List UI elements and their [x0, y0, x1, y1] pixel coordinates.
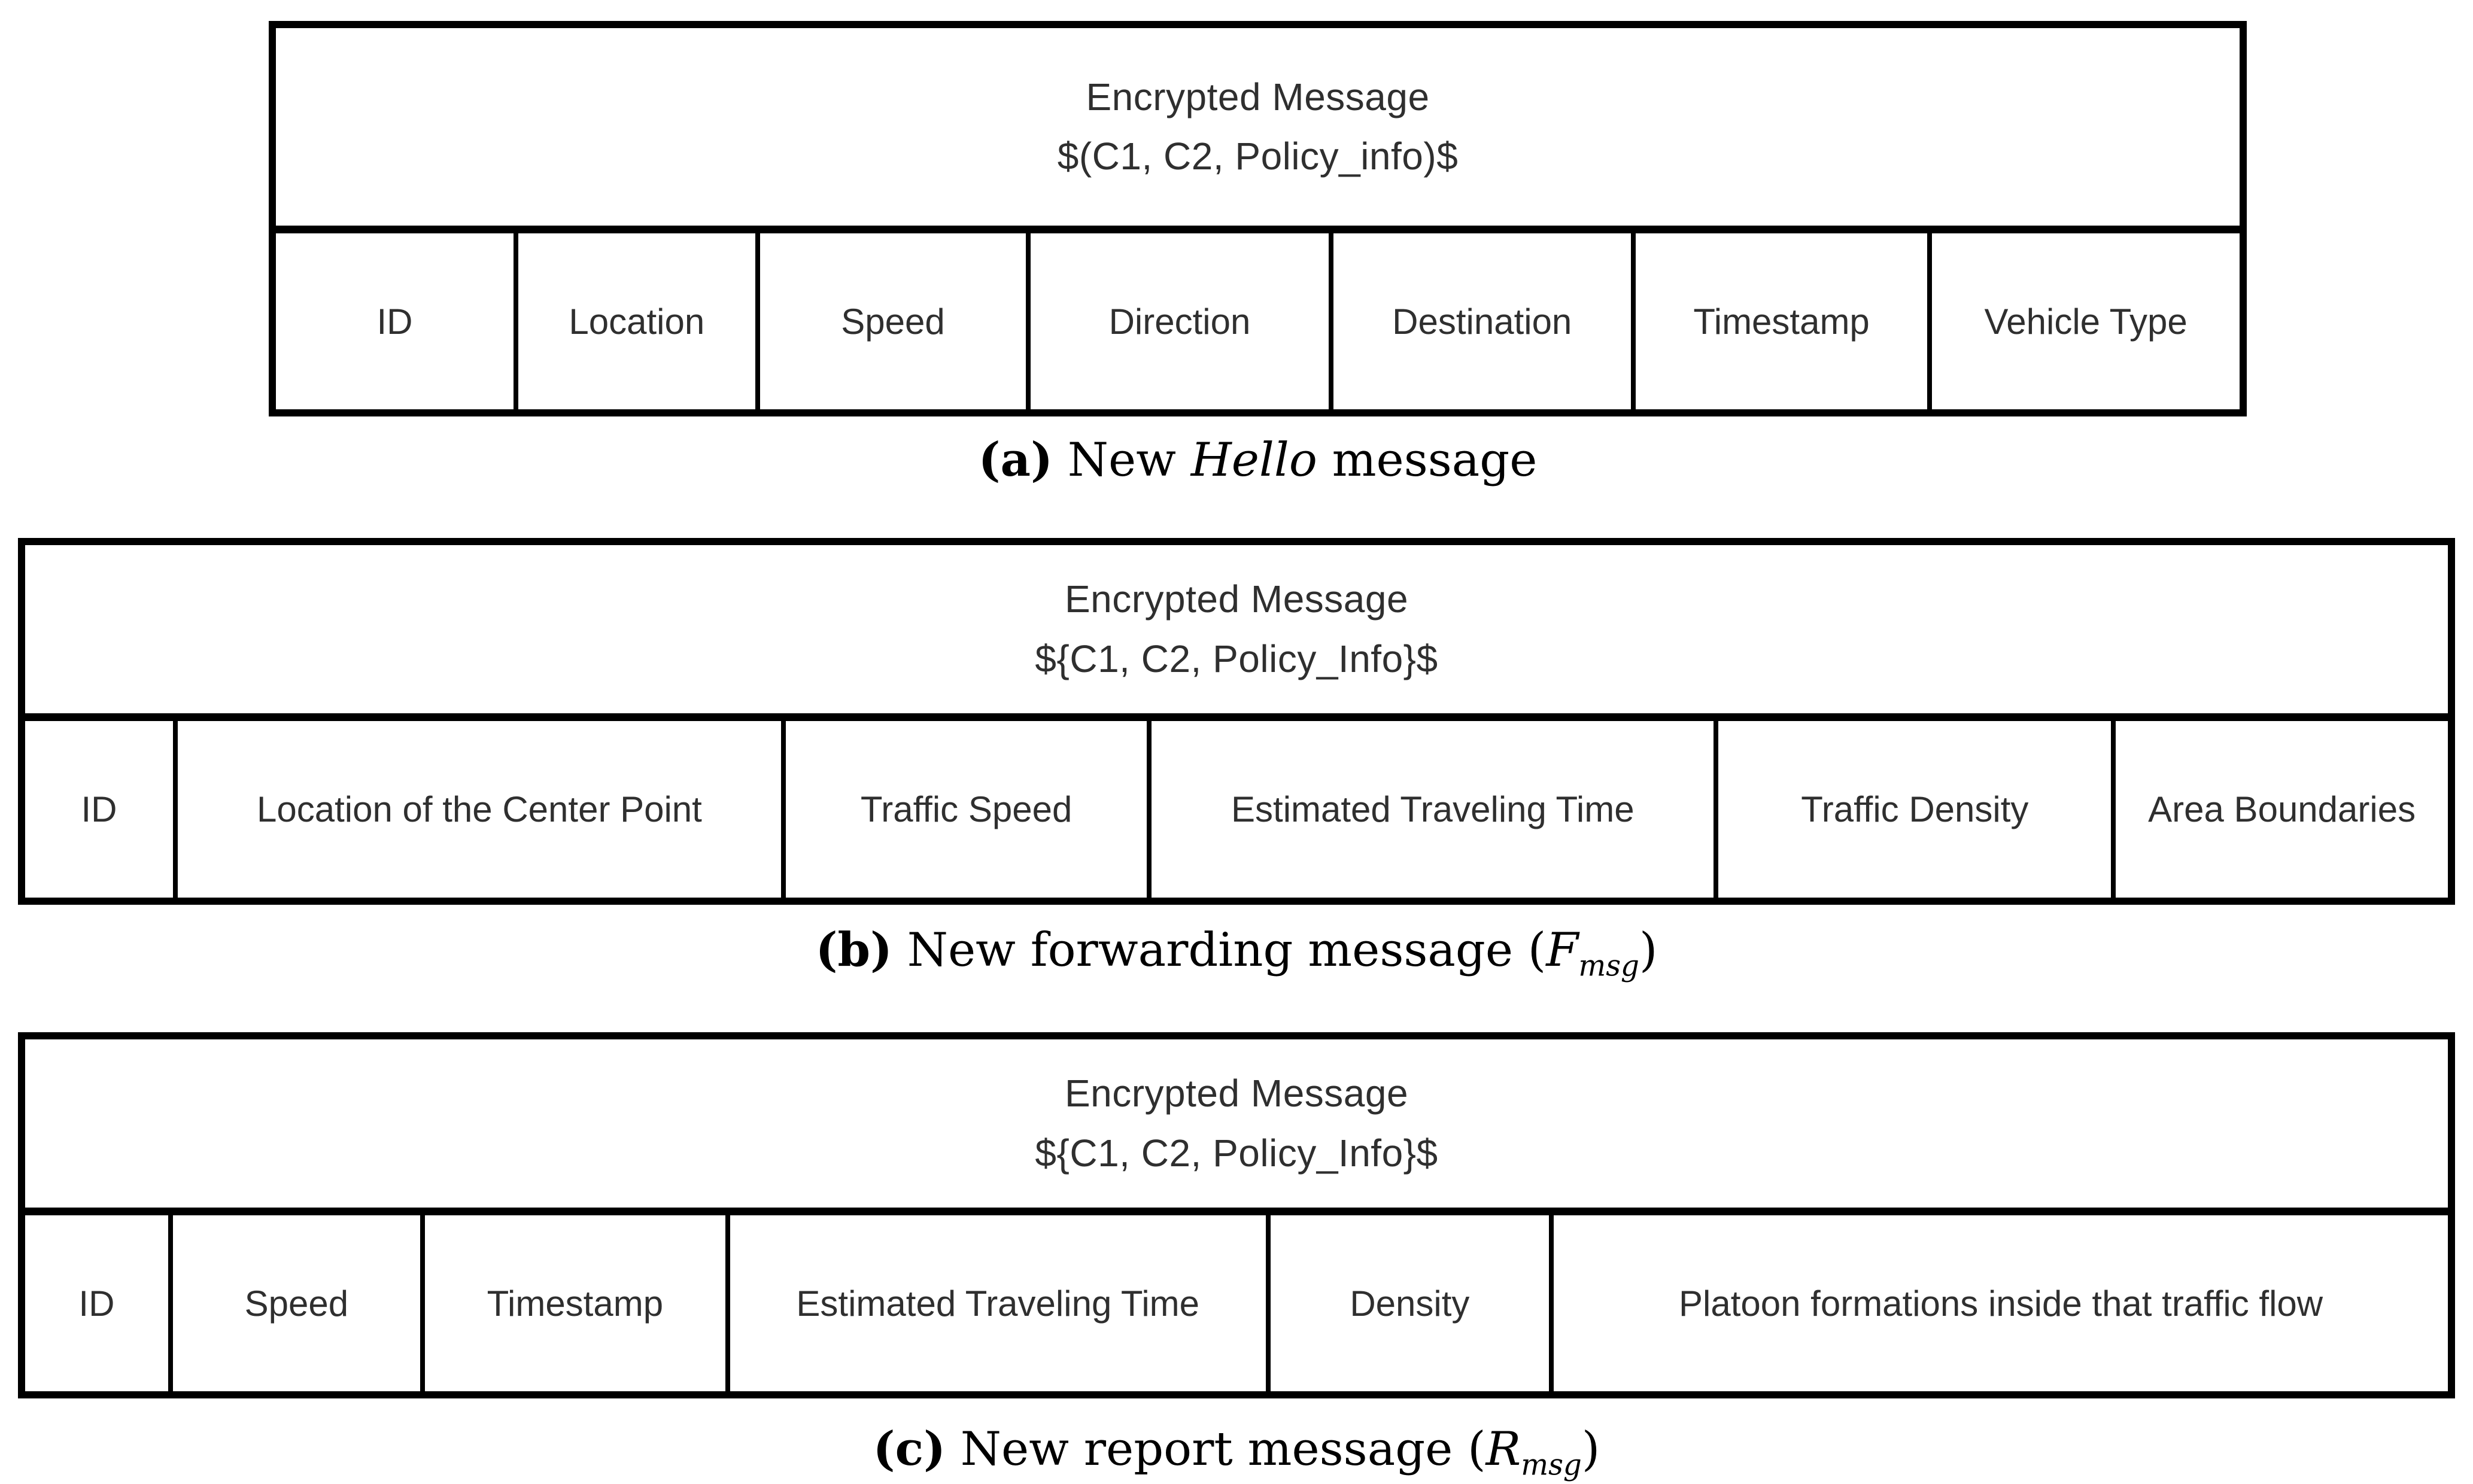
encrypted-message-payload: ${C1, C2, Policy_Info}$ — [1035, 637, 1438, 680]
cell-direction: Direction — [1026, 233, 1328, 409]
encrypted-message-payload: $(C1, C2, Policy_info)$ — [1057, 135, 1459, 178]
cell-id: ID — [376, 301, 413, 342]
cell-area-boundaries: Area Boundaries — [2111, 721, 2448, 898]
encrypted-message-header: Encrypted Message ${C1, C2, Policy_Info}… — [25, 1039, 2448, 1215]
cell-density: Density — [1265, 1215, 1550, 1391]
caption-label: (a) — [978, 433, 1053, 487]
forwarding-message-fields-row: ID Location of the Center Point Traffic … — [25, 721, 2448, 898]
caption-math-subscript: msg — [1578, 949, 1639, 983]
caption-text-after: ) — [1639, 923, 1658, 977]
cell-estimated-traveling-time: Estimated Traveling Time — [725, 1215, 1266, 1391]
caption-text-before: New — [1052, 433, 1191, 487]
encrypted-message-header: Encrypted Message $(C1, C2, Policy_info)… — [276, 28, 2240, 233]
hello-message-fields-row: ID Location Speed Direction Destination … — [276, 233, 2240, 409]
cell-timestamp: Timestamp — [1630, 233, 1927, 409]
encrypted-message-header: Encrypted Message ${C1, C2, Policy_Info}… — [25, 545, 2448, 721]
cell-traffic-density: Traffic Density — [1714, 721, 2111, 898]
cell-timestamp: Timestamp — [420, 1215, 725, 1391]
cell-id: ID — [78, 1283, 115, 1324]
cell-location: Location — [514, 233, 755, 409]
encrypted-message-title: Encrypted Message — [1086, 75, 1430, 118]
caption-label: (b) — [815, 923, 892, 977]
encrypted-message-title: Encrypted Message — [1064, 577, 1409, 621]
cell-speed: Speed — [168, 1215, 420, 1391]
caption-text-after: ) — [1581, 1422, 1600, 1476]
report-message-fields-row: ID Speed Timestamp Estimated Traveling T… — [25, 1215, 2448, 1391]
caption-report-message: (c) New report message (Rmsg) — [18, 1422, 2455, 1480]
cell-platoon-formations: Platoon formations inside that traffic f… — [1549, 1215, 2448, 1391]
caption-math-var: F — [1546, 923, 1579, 977]
cell-vehicle-type: Vehicle Type — [1927, 233, 2240, 409]
cell-speed: Speed — [755, 233, 1026, 409]
cell-location-of-center-point: Location of the Center Point — [172, 721, 781, 898]
cell-id: ID — [81, 789, 117, 829]
caption-text-after: message — [1317, 433, 1538, 487]
cell-destination: Destination — [1328, 233, 1631, 409]
encrypted-message-payload: ${C1, C2, Policy_Info}$ — [1035, 1131, 1438, 1175]
caption-math-subscript: msg — [1521, 1448, 1582, 1482]
cell-traffic-speed: Traffic Speed — [780, 721, 1147, 898]
caption-math-var: R — [1485, 1422, 1521, 1476]
forwarding-message-table: Encrypted Message ${C1, C2, Policy_Info}… — [18, 538, 2455, 905]
report-message-table: Encrypted Message ${C1, C2, Policy_Info}… — [18, 1032, 2455, 1398]
encrypted-message-title: Encrypted Message — [1064, 1072, 1409, 1115]
caption-text-before: New report message ( — [945, 1422, 1486, 1476]
caption-hello-message: (a) New Hello message — [269, 434, 2247, 486]
caption-italic-term: Hello — [1190, 433, 1317, 487]
cell-estimated-traveling-time: Estimated Traveling Time — [1147, 721, 1714, 898]
caption-forwarding-message: (b) New forwarding message (Fmsg) — [18, 923, 2455, 981]
caption-text-before: New forwarding message ( — [892, 923, 1547, 977]
caption-label: (c) — [873, 1422, 946, 1476]
hello-message-table: Encrypted Message $(C1, C2, Policy_info)… — [269, 21, 2247, 416]
